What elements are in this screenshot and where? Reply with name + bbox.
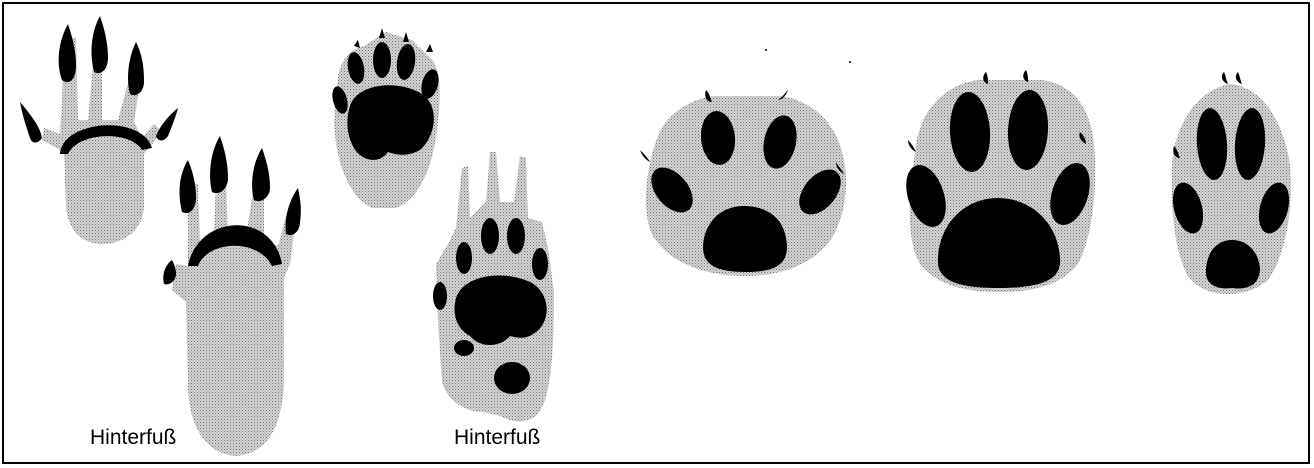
badger-hind-foot-label: Hinterfuß (90, 426, 176, 450)
marten-hind-foot (433, 152, 554, 421)
toe-pad (373, 42, 391, 78)
scan-speck (765, 49, 767, 51)
footprint-diagram (4, 4, 1310, 464)
heel-pad (494, 362, 530, 394)
toe-pad (433, 282, 447, 310)
marten-hind-foot-label: Hinterfuß (454, 426, 540, 450)
claw (59, 24, 76, 82)
badger-front-foot (20, 16, 178, 244)
claw (210, 136, 228, 193)
toe-pad (532, 248, 548, 280)
fox-print (1168, 72, 1295, 294)
heel-pad (454, 340, 474, 356)
claw (156, 108, 178, 141)
claw (426, 44, 433, 52)
badger-hind-foot (163, 136, 301, 456)
dog-front-print (640, 90, 849, 276)
claw (908, 140, 916, 152)
scan-speck (849, 61, 851, 63)
claw (354, 40, 360, 48)
toe-pad (456, 242, 472, 274)
marten-front-foot (330, 28, 442, 208)
toe-pad (481, 218, 499, 254)
claw (20, 102, 42, 143)
claw (92, 16, 108, 73)
toe-pad (507, 218, 525, 254)
claw (286, 188, 301, 235)
claw (1222, 72, 1228, 84)
claw (379, 28, 385, 38)
claw (252, 148, 270, 201)
claw (1236, 72, 1242, 84)
claw (640, 150, 650, 162)
claw (128, 42, 144, 95)
wolf-front-print (899, 70, 1097, 292)
claw (403, 32, 409, 42)
badger-hind-sole (172, 178, 296, 456)
claw (180, 160, 196, 213)
marten-front-main-pad (347, 85, 433, 160)
